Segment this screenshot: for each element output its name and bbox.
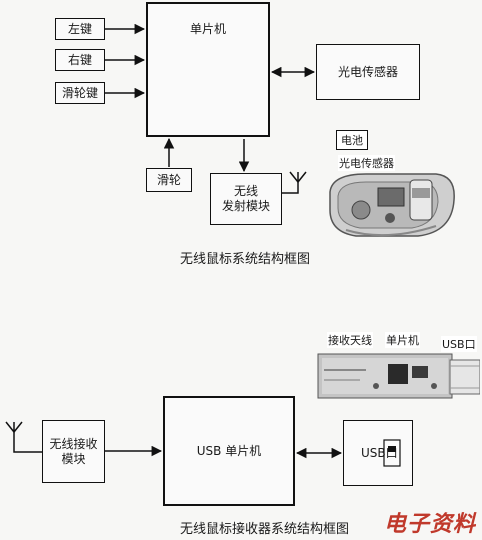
transmitter-label: 无线 发射模块: [221, 184, 270, 213]
wheel-key-label: 滑轮键: [61, 85, 98, 100]
photo-battery-label: 电池: [336, 130, 368, 150]
transmitter-antenna-icon: [289, 171, 307, 184]
wheel-box: 滑轮: [146, 168, 192, 192]
right-key-box: 右键: [55, 49, 105, 71]
receiver-pcb-photo: [316, 346, 480, 404]
wheel-key-box: 滑轮键: [55, 82, 105, 104]
transmitter-antenna-wire: [282, 180, 299, 194]
mcu-box: 单片机: [146, 2, 270, 137]
diagram1-caption: 无线鼠标系统结构框图: [180, 252, 311, 267]
usb-port-icon: [383, 439, 401, 467]
usb-port-box: USB口: [343, 420, 413, 486]
photo-mcu-label: 单片机: [385, 332, 420, 348]
photo-usb-label: USB口: [441, 336, 477, 352]
receiver-box: 无线接收 模块: [42, 420, 105, 483]
optical-sensor-box: 光电传感器: [316, 44, 420, 100]
watermark: 电子资料: [383, 512, 476, 537]
wheel-label: 滑轮: [156, 172, 181, 187]
receiver-label: 无线接收 模块: [49, 436, 98, 466]
left-key-label: 左键: [67, 21, 92, 36]
receiver-antenna-icon: [5, 421, 23, 434]
mcu-label: 单片机: [189, 22, 226, 36]
left-key-box: 左键: [55, 18, 105, 40]
transmitter-box: 无线 发射模块: [210, 173, 282, 225]
receiver-antenna-wire: [13, 430, 42, 453]
photo-antenna-label: 接收天线: [327, 332, 373, 348]
diagram2-caption: 无线鼠标接收器系统结构框图: [180, 522, 350, 537]
usb-mcu-box: USB 单片机: [163, 396, 295, 506]
right-key-label: 右键: [67, 52, 92, 67]
usb-mcu-label: USB 单片机: [196, 443, 262, 458]
usb-port-pin-icon: [388, 446, 396, 452]
photo-sensor-label: 光电传感器: [338, 155, 395, 171]
mouse-pcb-photo: [326, 152, 458, 242]
optical-sensor-label: 光电传感器: [337, 64, 398, 79]
